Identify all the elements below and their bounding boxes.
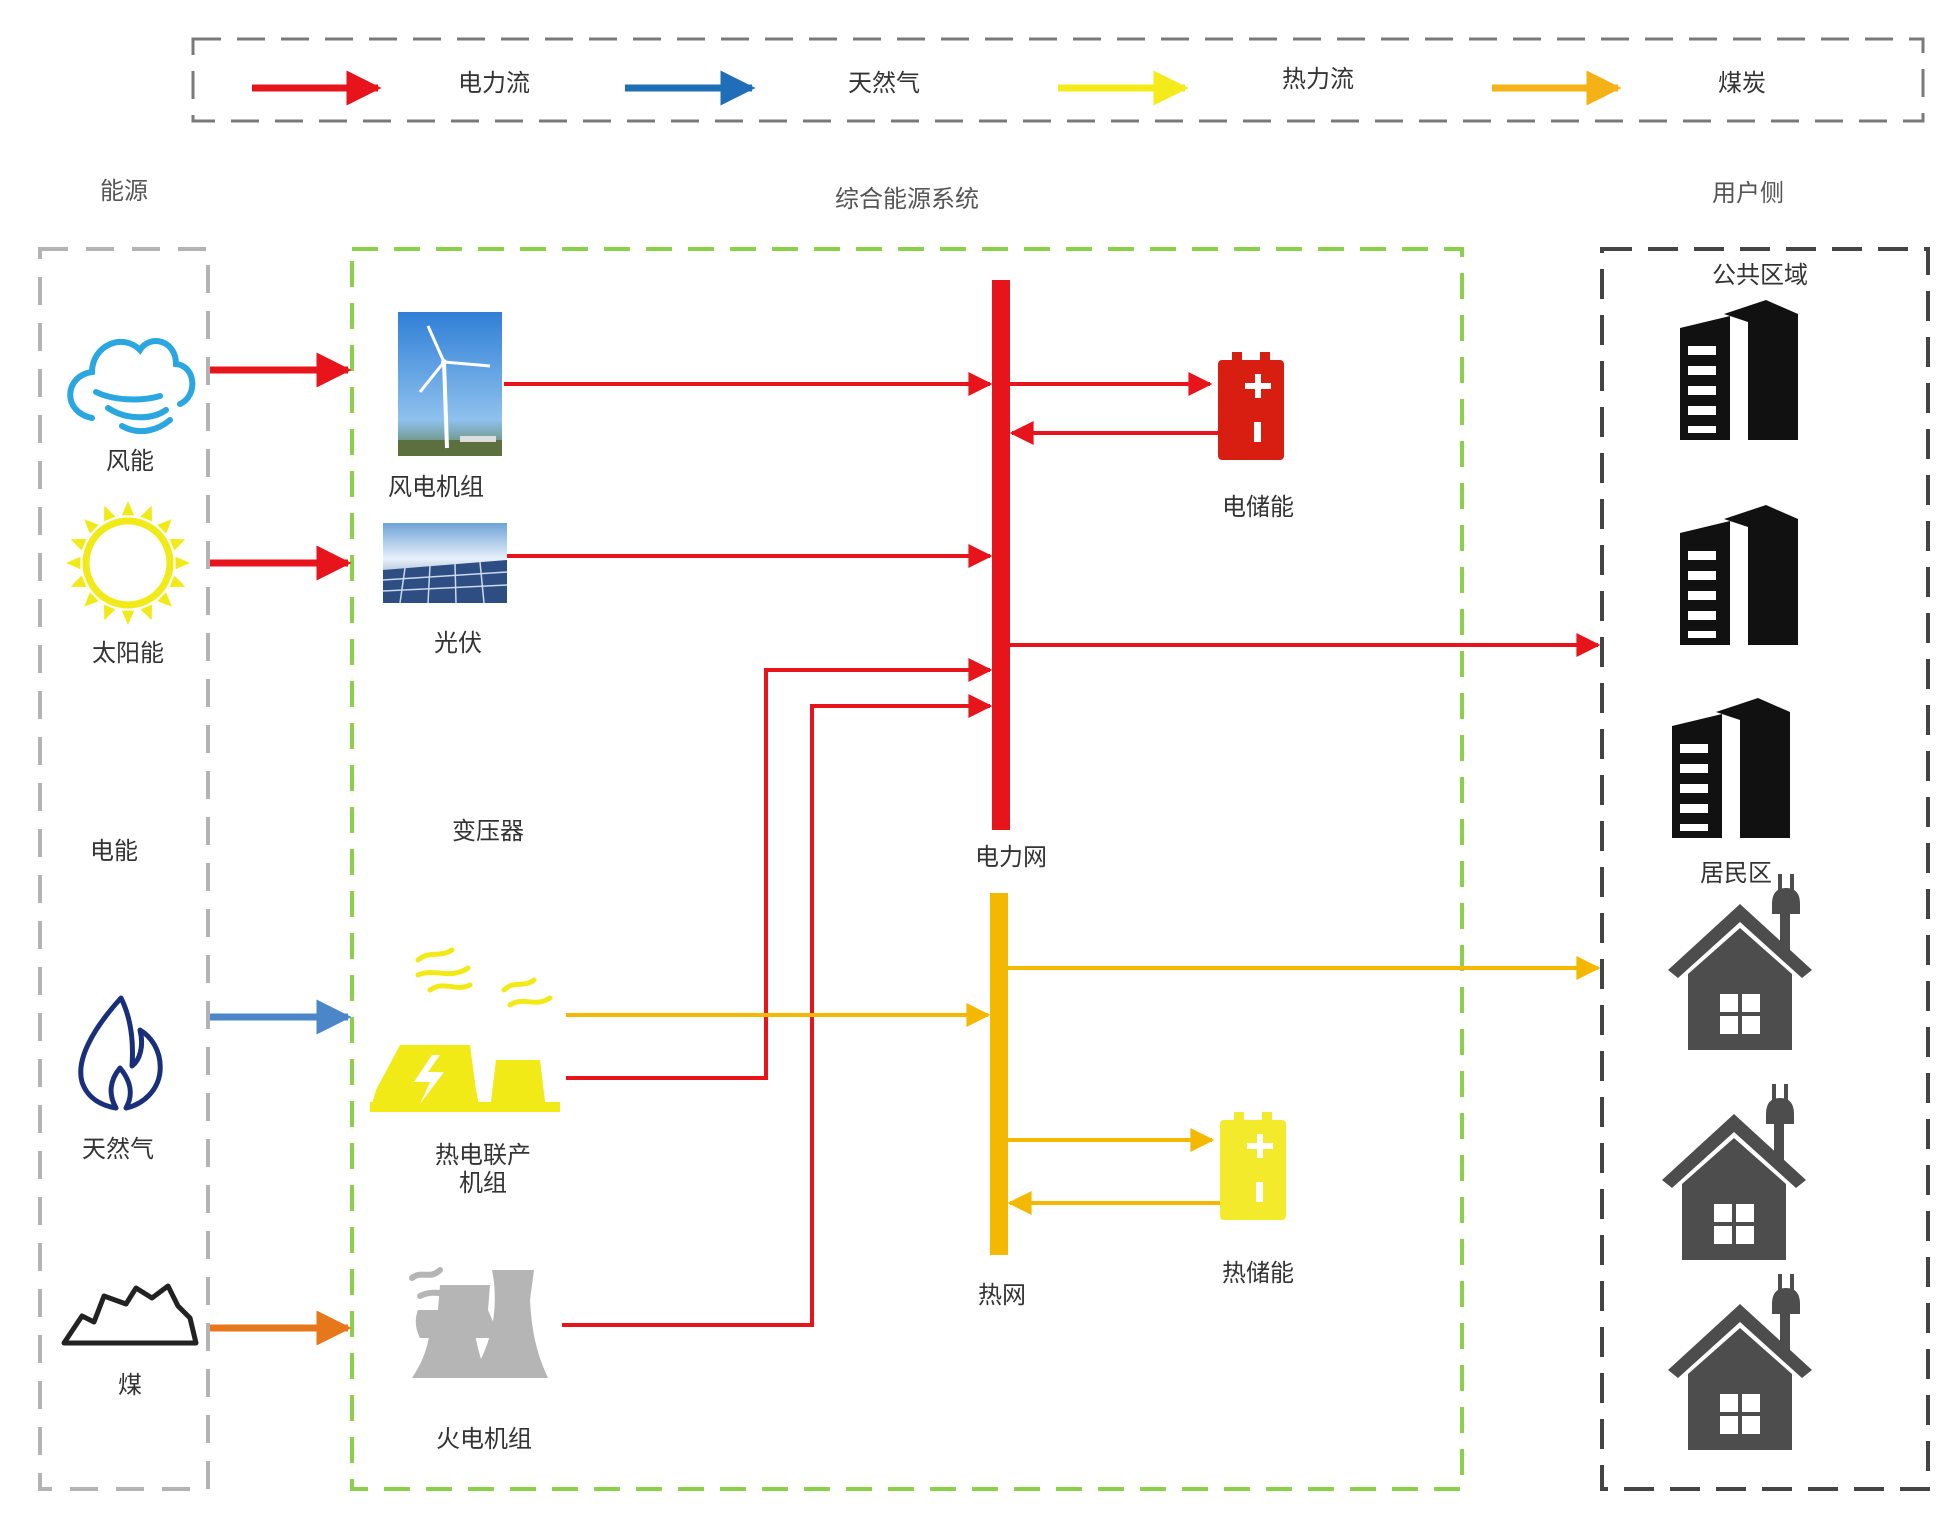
sun-icon [66, 501, 190, 625]
label-wind-unit: 风电机组 [388, 473, 484, 501]
flow-chp-power-to-grid [566, 658, 993, 1080]
label-elec-storage: 电储能 [1222, 493, 1294, 521]
sun-ray [169, 575, 186, 587]
sun-ray [66, 556, 81, 570]
source-box [38, 247, 210, 1491]
sun-ray [104, 505, 116, 522]
office-building-icon [1672, 698, 1790, 838]
label-pv: 光伏 [434, 629, 482, 657]
wind-turbine-photo [398, 312, 502, 456]
label-thermal-unit: 火电机组 [436, 1425, 532, 1453]
chp-plant-icon [370, 947, 560, 1112]
sun-ray [104, 604, 116, 621]
house-plug-icon [1668, 1274, 1812, 1450]
electric-storage-battery-icon [1218, 352, 1284, 460]
legend-label-gas: 天然气 [848, 69, 920, 97]
flame-icon [78, 995, 163, 1111]
legend-label-coal: 煤炭 [1718, 69, 1766, 97]
section-title-system: 综合能源系统 [835, 185, 979, 213]
label-chp-line2: 机组 [459, 1168, 507, 1197]
heat-grid-bus [990, 893, 1008, 1255]
sun-ray [140, 604, 152, 621]
sun-ray [121, 501, 135, 516]
section-title-source: 能源 [100, 177, 148, 205]
label-electric: 电能 [90, 837, 138, 865]
label-residential: 居民区 [1700, 859, 1772, 887]
sun-ray [169, 539, 186, 551]
label-solar: 太阳能 [92, 639, 164, 667]
sun-ray [121, 610, 135, 625]
sun-ray [70, 575, 87, 587]
section-title-user: 用户侧 [1712, 179, 1784, 207]
label-wind: 风能 [106, 447, 154, 475]
system-box [350, 247, 1464, 1491]
user-box [1600, 247, 1930, 1491]
sun-ray [157, 592, 172, 607]
heat-storage-battery-icon [1220, 1112, 1286, 1220]
label-chp-line1: 热电联产 [435, 1141, 531, 1169]
legend-label-power: 电力流 [458, 69, 530, 97]
legend-border [191, 37, 1925, 123]
house-plug-icon [1662, 1084, 1806, 1260]
label-transformer: 变压器 [452, 817, 524, 845]
wind-cloud-icon [67, 338, 196, 435]
sun-ray [175, 556, 190, 570]
label-gas: 天然气 [82, 1135, 154, 1163]
office-building-icon [1680, 300, 1798, 440]
label-public-area: 公共区域 [1712, 261, 1808, 289]
label-coal: 煤 [118, 1371, 142, 1399]
sun-ray [140, 505, 152, 522]
power-grid-bus [992, 280, 1010, 830]
legend-label-heat: 热力流 [1282, 65, 1354, 93]
thermal-plant-icon [409, 1267, 548, 1378]
sun-ray [84, 519, 99, 534]
sun-ray [70, 539, 87, 551]
house-plug-icon [1668, 874, 1812, 1050]
sun-ray [84, 592, 99, 607]
label-heat-grid: 热网 [978, 1281, 1026, 1309]
office-building-icon [1680, 505, 1798, 645]
label-power-grid: 电力网 [975, 843, 1047, 871]
coal-pile-icon [61, 1283, 199, 1346]
label-chp: 热电联产 机组 [418, 1141, 548, 1197]
label-heat-storage: 热储能 [1222, 1259, 1294, 1287]
sun-ray [157, 519, 172, 534]
legend [191, 37, 1925, 123]
solar-panel-photo [382, 523, 508, 604]
